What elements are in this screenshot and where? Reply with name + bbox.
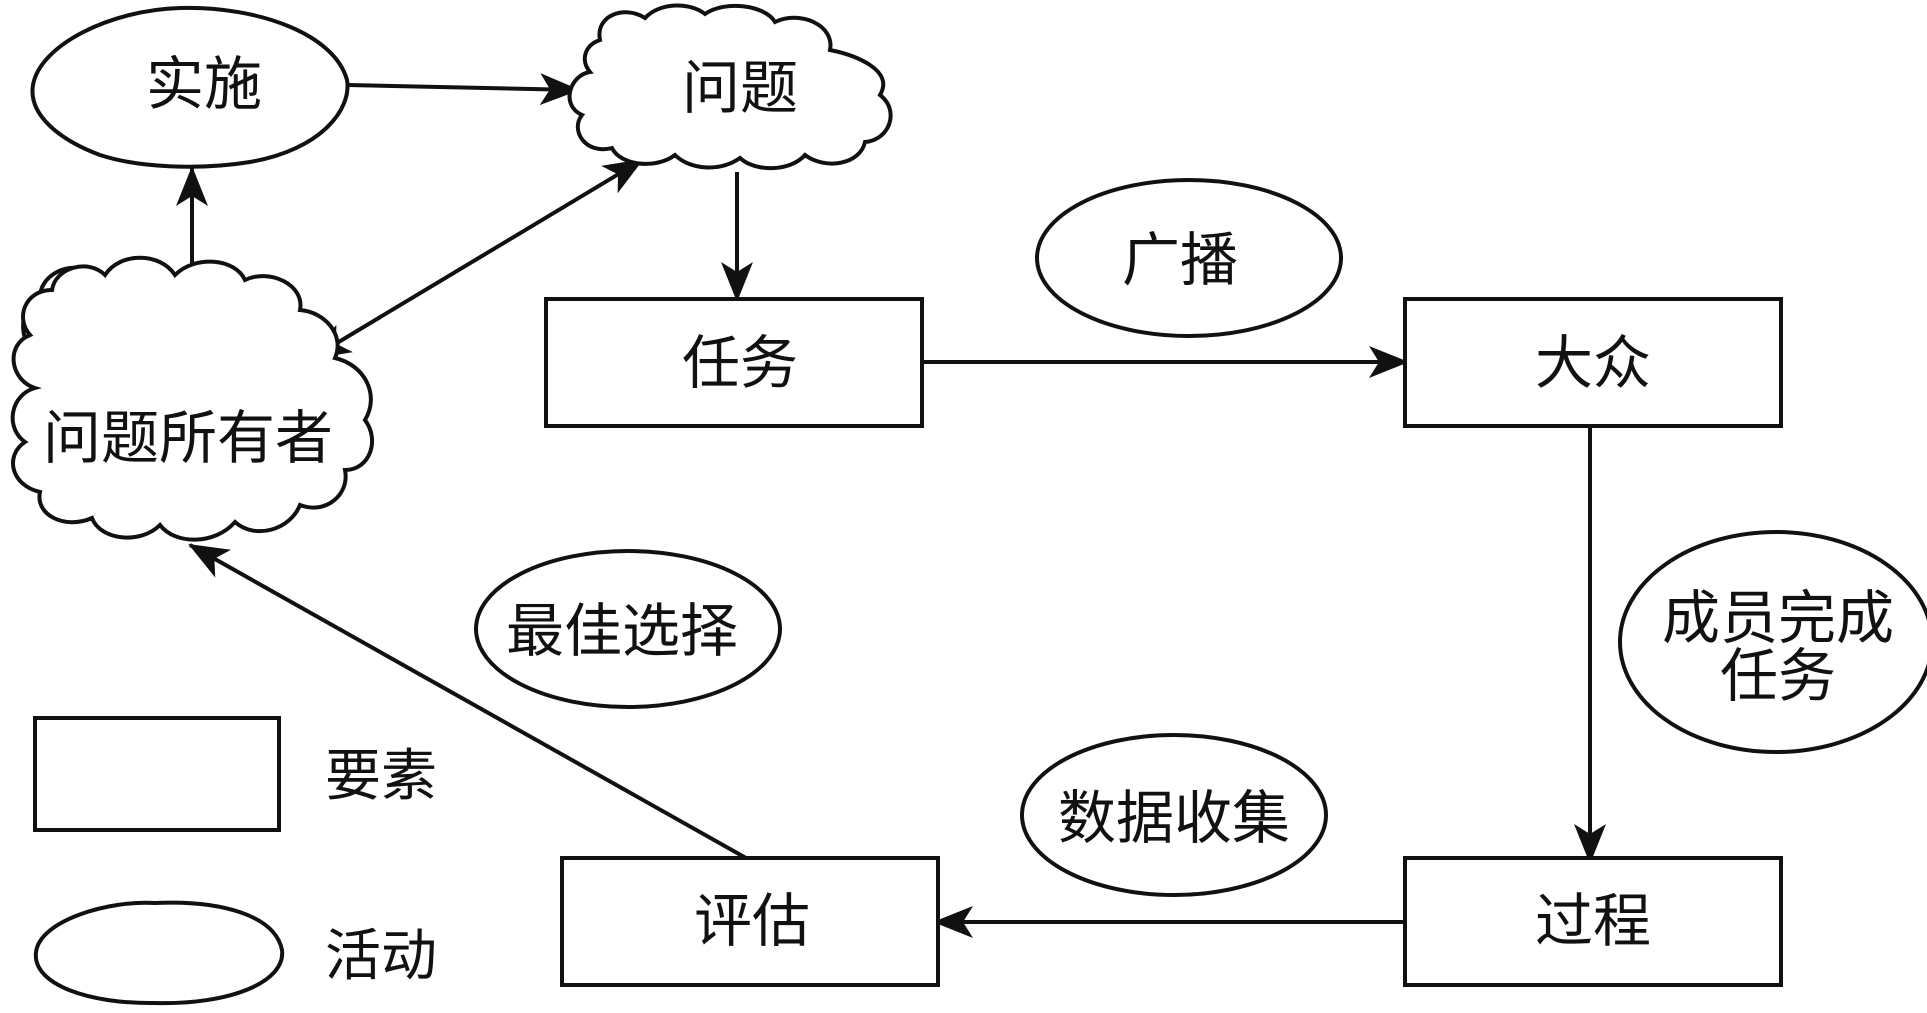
broadcast-label: 广播 bbox=[1122, 226, 1238, 294]
arrow-owner-problem-bidirectional bbox=[310, 158, 644, 360]
process-element-box bbox=[1403, 856, 1783, 987]
evaluate-element-box bbox=[560, 856, 940, 987]
task-element-box bbox=[544, 297, 924, 428]
members-complete-label-line2: 任务 bbox=[1720, 642, 1836, 710]
problem-owner-cloud-outline bbox=[10, 255, 375, 542]
data-collect-activity-shape bbox=[1020, 733, 1328, 897]
arrow-evaluate-to-owner bbox=[188, 543, 747, 860]
legend-activity-swatch bbox=[33, 900, 285, 1006]
members-complete-activity-shape bbox=[1618, 530, 1927, 754]
task-label: 任务 bbox=[682, 329, 798, 397]
arrow-implement-to-problem bbox=[347, 73, 580, 106]
legend-element-swatch bbox=[33, 716, 281, 832]
evaluate-label: 评估 bbox=[694, 887, 810, 955]
problem-label: 问题 bbox=[682, 54, 798, 122]
data-collect-label: 数据收集 bbox=[1058, 784, 1290, 852]
best-choice-label: 最佳选择 bbox=[506, 597, 738, 665]
implement-activity-shape bbox=[30, 5, 350, 169]
implement-label: 实施 bbox=[146, 50, 262, 118]
process-label: 过程 bbox=[1535, 887, 1651, 955]
best-choice-activity-shape bbox=[474, 549, 782, 709]
crowd-label: 大众 bbox=[1535, 329, 1651, 397]
legend-element-label: 要素 bbox=[325, 744, 437, 809]
broadcast-activity-shape bbox=[1035, 178, 1343, 338]
members-complete-label-line1: 成员完成 bbox=[1662, 584, 1894, 652]
legend-activity-label: 活动 bbox=[325, 924, 437, 989]
problem-cloud-shape bbox=[567, 3, 893, 171]
crowd-element-box bbox=[1403, 297, 1783, 428]
problem-owner-label: 问题所有者 bbox=[43, 404, 333, 472]
